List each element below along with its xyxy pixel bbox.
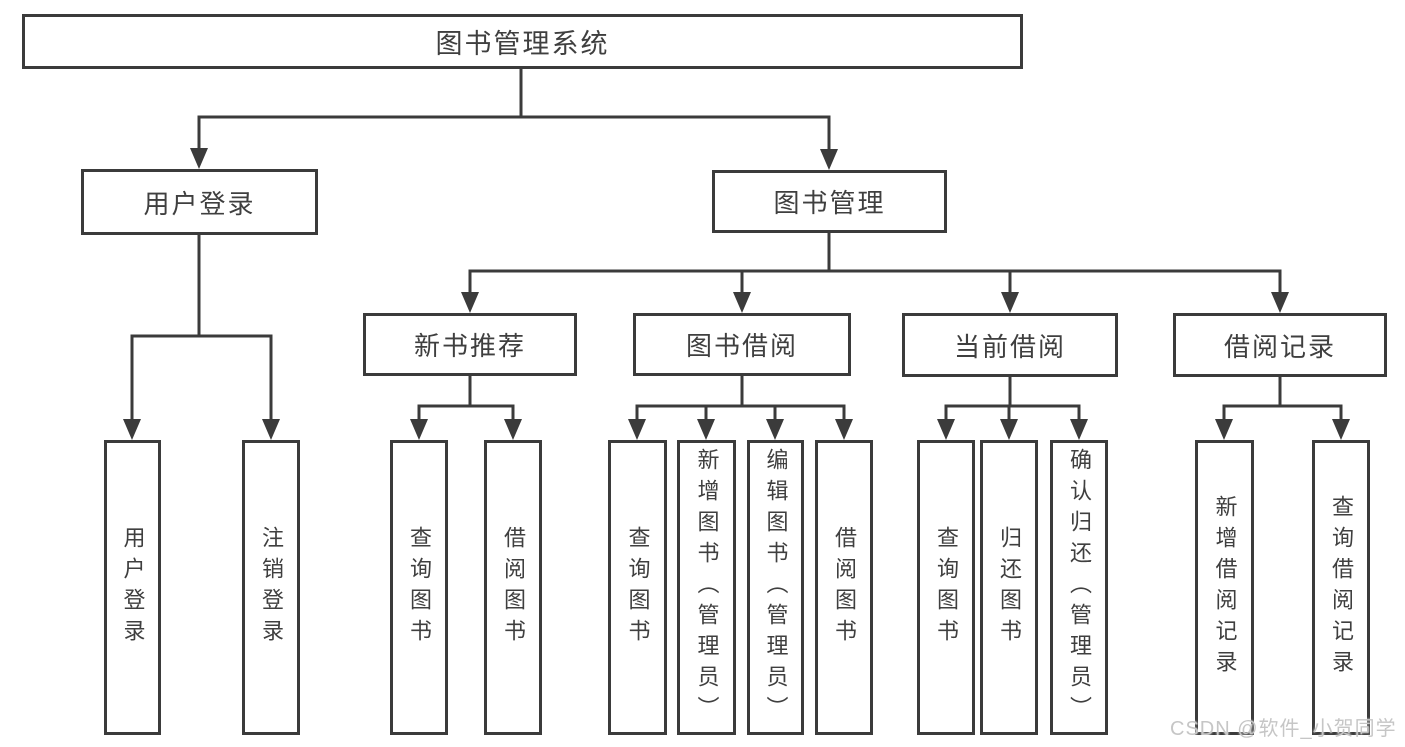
leaf-query-borrow-record: 查询借阅记录	[1312, 440, 1370, 735]
leaf-query-books-current: 查询图书	[917, 440, 975, 735]
leaf-add-borrow-record-label: 新增借阅记录	[1212, 494, 1238, 681]
node-new-book-recommend-label: 新书推荐	[413, 331, 526, 361]
leaf-borrow-books-recommend-label: 借阅图书	[501, 525, 526, 650]
node-user-login-label: 用户登录	[143, 188, 256, 219]
node-borrowing-records: 借阅记录	[1173, 313, 1387, 377]
connector-edges	[130, 69, 1343, 424]
leaf-edit-books-admin: 编辑图书（管理员）	[747, 440, 804, 735]
node-borrowing-records-label: 借阅记录	[1223, 331, 1336, 362]
node-book-borrowing: 图书借阅	[633, 313, 851, 376]
node-root-label: 图书管理系统	[435, 29, 610, 59]
leaf-query-books-recommend-label: 查询图书	[407, 525, 432, 650]
leaf-edit-books-admin-label: 编辑图书（管理员）	[763, 448, 789, 727]
node-book-borrowing-label: 图书借阅	[685, 331, 798, 361]
arrowheads	[123, 148, 1350, 440]
leaf-borrow-books-recommend: 借阅图书	[484, 440, 542, 735]
leaf-user-login: 用户登录	[104, 440, 161, 735]
leaf-return-books-label: 归还图书	[997, 525, 1022, 650]
leaf-query-books-current-label: 查询图书	[934, 525, 959, 650]
leaf-confirm-return-admin-label: 确认归还（管理员）	[1067, 448, 1092, 727]
node-new-book-recommend: 新书推荐	[363, 313, 577, 376]
leaf-add-books-admin: 新增图书（管理员）	[677, 440, 736, 735]
leaf-borrow-books-borrowing-label: 借阅图书	[832, 525, 857, 650]
leaf-add-borrow-record: 新增借阅记录	[1195, 440, 1254, 735]
leaf-logout-label: 注销登录	[259, 525, 284, 650]
node-book-management: 图书管理	[712, 170, 947, 233]
leaf-query-books-recommend: 查询图书	[390, 440, 448, 735]
leaf-borrow-books-borrowing: 借阅图书	[815, 440, 873, 735]
node-root: 图书管理系统	[22, 14, 1023, 69]
node-book-management-label: 图书管理	[773, 188, 886, 218]
leaf-logout: 注销登录	[242, 440, 300, 735]
watermark: CSDN @软件_小贺同学	[1170, 718, 1397, 740]
node-user-login: 用户登录	[81, 169, 318, 235]
leaf-add-books-admin-label: 新增图书（管理员）	[694, 448, 720, 727]
leaf-user-login-label: 用户登录	[120, 525, 146, 650]
leaf-query-books-borrowing-label: 查询图书	[625, 525, 651, 650]
leaf-query-books-borrowing: 查询图书	[608, 440, 667, 735]
leaf-return-books: 归还图书	[980, 440, 1038, 735]
leaf-confirm-return-admin: 确认归还（管理员）	[1050, 440, 1108, 735]
node-current-borrowing-label: 当前借阅	[953, 331, 1066, 362]
node-current-borrowing: 当前借阅	[902, 313, 1118, 377]
leaf-query-borrow-record-label: 查询借阅记录	[1329, 494, 1354, 681]
